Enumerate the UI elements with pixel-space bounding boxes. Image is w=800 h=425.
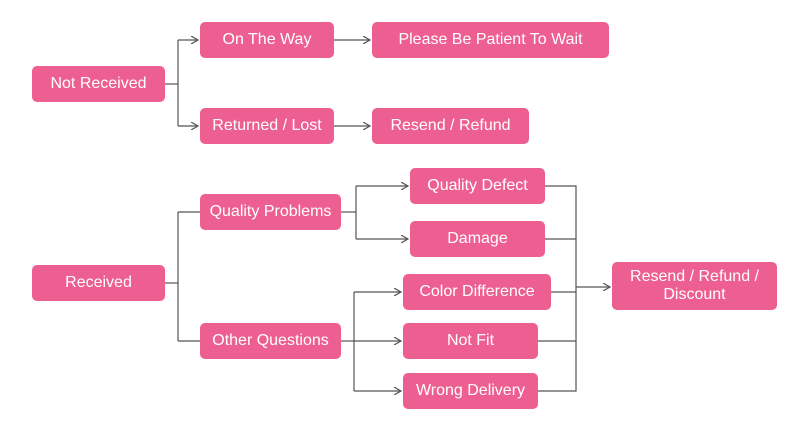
connector-line <box>538 185 577 392</box>
node-resend-refund: Resend / Refund <box>372 108 529 144</box>
node-damage: Damage <box>410 221 545 257</box>
node-returned-lost: Returned / Lost <box>200 108 334 144</box>
node-received: Received <box>32 265 165 301</box>
node-on-the-way: On The Way <box>200 22 334 58</box>
node-wrong-delivery: Wrong Delivery <box>403 373 538 409</box>
node-color-difference: Color Difference <box>403 274 551 310</box>
node-not-fit: Not Fit <box>403 323 538 359</box>
node-resend-refund-discount: Resend / Refund / Discount <box>612 262 777 310</box>
node-not-received: Not Received <box>32 66 165 102</box>
node-other-questions: Other Questions <box>200 323 341 359</box>
node-please-be-patient-to-wait: Please Be Patient To Wait <box>372 22 609 58</box>
node-quality-defect: Quality Defect <box>410 168 545 204</box>
node-quality-problems: Quality Problems <box>200 194 341 230</box>
